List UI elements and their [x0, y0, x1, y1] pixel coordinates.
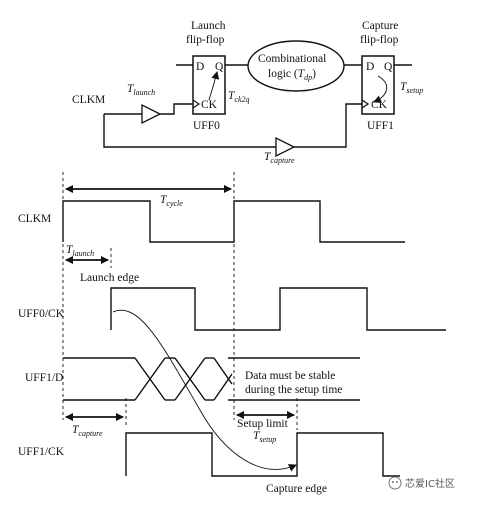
uff1-d-wave-label: UFF1/D — [25, 372, 63, 384]
stable-text-line1: Data must be stable — [245, 370, 335, 382]
uff0-ck-wave-label: UFF0/CK — [18, 308, 65, 320]
clkm-waveform — [62, 200, 405, 243]
uff0-label: UFF0 — [193, 120, 220, 132]
launch-ff-pin-q: Q — [215, 61, 224, 73]
t-launch-circuit-label: Tlaunch — [127, 83, 155, 97]
setup-arrow — [373, 75, 388, 103]
wechat-icon-eye-2 — [396, 481, 398, 483]
combinational-logic-cloud — [247, 40, 345, 92]
t-setup-circuit-label: Tsetup — [400, 81, 423, 95]
capture-ff-clock-triangle — [361, 99, 370, 109]
t-cycle-label: Tcycle — [160, 194, 183, 208]
capture-ff-pin-d: D — [366, 61, 374, 73]
uff1-ck-waveform — [125, 432, 400, 477]
capture-ff-title-2: flip-flop — [360, 34, 399, 46]
setup-limit-label: Setup limit — [237, 418, 289, 430]
launch-ff-clock-triangle — [192, 99, 201, 109]
watermark: 芯爱IC社区 — [388, 476, 455, 490]
stable-text-line2: during the setup time — [245, 384, 342, 396]
launch-ff-title-1: Launch — [191, 20, 226, 32]
uff1-d-x3-b — [213, 373, 233, 401]
capture-clock-wire — [294, 103, 362, 148]
t-capture-timing-label: Tcapture — [72, 424, 103, 438]
capture-clock-branch-wire — [103, 114, 276, 148]
capture-ff-pin-q: Q — [384, 61, 393, 73]
comb-logic-line1: Combinational — [258, 53, 326, 65]
launch-edge-label: Launch edge — [80, 272, 139, 284]
uff1-ck-wave-label: UFF1/CK — [18, 446, 65, 458]
clkm-wave-label: CLKM — [18, 213, 51, 225]
launch-to-capture-arrow — [112, 309, 297, 472]
launch-buffer — [141, 103, 162, 125]
capture-edge-label: Capture edge — [266, 483, 327, 495]
circuit-schematic: Launch flip-flop D Q CK UFF0 Capture fli… — [72, 20, 423, 165]
launch-ff-title-2: flip-flop — [186, 34, 225, 46]
uff1-d-waveform — [63, 357, 360, 401]
watermark-text: 芯爱IC社区 — [405, 477, 455, 490]
uff0-ck-waveform — [110, 287, 446, 331]
ck2q-arrow — [208, 71, 220, 101]
t-setup-timing-label: Tsetup — [253, 430, 276, 444]
wechat-icon-eye-1 — [392, 481, 394, 483]
t-capture-circuit-label: Tcapture — [264, 151, 295, 165]
wechat-icon — [388, 476, 402, 490]
t-ck2q-label: Tck2q — [228, 90, 250, 104]
capture-ff-pin-ck: CK — [371, 99, 388, 111]
launch-clock-wire — [160, 103, 193, 115]
uff1-d-x1-b — [134, 357, 166, 401]
uff1-d-x2-b — [174, 357, 206, 401]
launch-ff-pin-ck: CK — [201, 99, 218, 111]
comb-logic-line2: logic (Tdp) — [268, 68, 316, 82]
uff1-d-x3-a — [213, 357, 233, 385]
launch-ff-pin-d: D — [196, 61, 204, 73]
t-launch-timing-label: Tlaunch — [66, 244, 94, 258]
capture-ff-title-1: Capture — [362, 20, 398, 32]
uff1-label: UFF1 — [367, 120, 394, 132]
timing-waveforms: Tcycle CLKM Tlaunch Launch edge UFF0/CK … — [18, 172, 446, 495]
capture-buffer — [275, 136, 296, 158]
circuit-clkm-label: CLKM — [72, 94, 105, 106]
